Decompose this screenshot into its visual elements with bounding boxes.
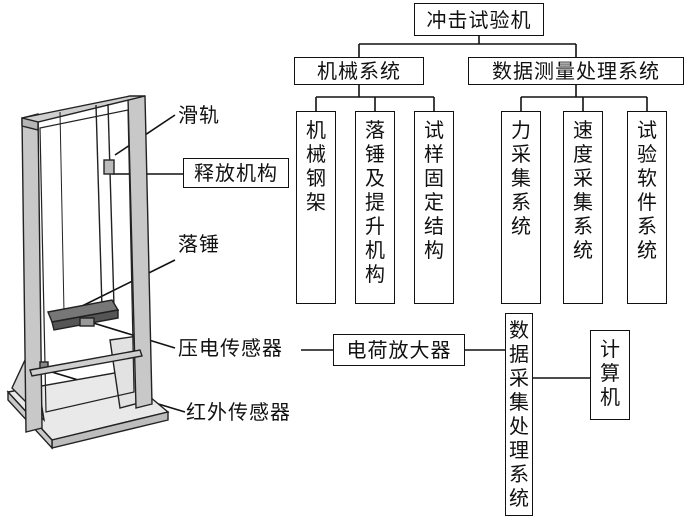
mechanical-system-node: 机械系统 [294,57,424,85]
measurement-item-label: 力 采 集 系 统 [511,118,531,238]
piezo-sensor-label: 压电传感器 [178,336,283,360]
infrared-sensor-label: 红外传感器 [186,400,291,424]
measurement-item-label: 试 验 软 件 系 统 [637,118,657,262]
release-mechanism-label: 释放机构 [183,158,289,188]
charge-amplifier-node: 电荷放大器 [333,334,465,366]
mechanical-item: 试 样 固 定 结 构 [414,111,454,304]
daq-system-node: 数 据 采 集 处 理 系 统 [505,313,533,516]
measurement-item: 试 验 软 件 系 统 [627,111,667,304]
mechanical-item-label: 试 样 固 定 结 构 [424,118,444,262]
daq-system-label: 数 据 采 集 处 理 系 统 [509,318,529,510]
drop-tower-drawing [6,95,170,450]
measurement-item-label: 速 度 采 集 系 统 [573,118,593,262]
measurement-system-node: 数据测量处理系统 [468,57,684,85]
hammer-label: 落锤 [178,232,220,256]
root-node: 冲击试验机 [414,3,544,36]
computer-node: 计 算 机 [590,330,630,420]
rail-label: 滑轨 [178,103,220,127]
computer-label: 计 算 机 [600,337,620,409]
mechanical-item-label: 机 械 钢 架 [306,118,326,214]
mechanical-item: 落 锤 及 提 升 机 构 [355,111,395,304]
measurement-item: 力 采 集 系 统 [501,111,541,304]
mechanical-item-label: 落 锤 及 提 升 机 构 [365,118,385,286]
mechanical-item: 机 械 钢 架 [296,111,336,304]
measurement-item: 速 度 采 集 系 统 [563,111,603,304]
